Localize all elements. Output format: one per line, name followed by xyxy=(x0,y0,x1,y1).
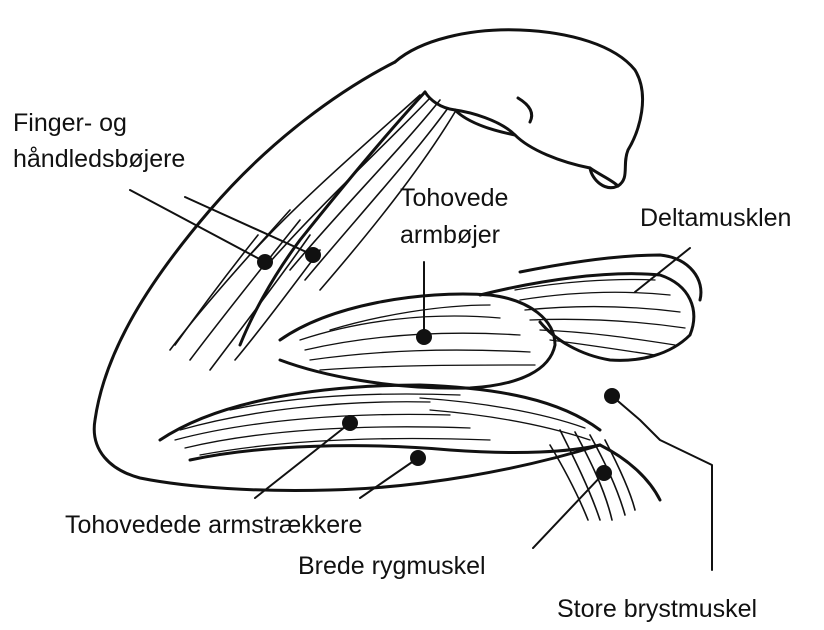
label-finger-flexors-line2: håndledsbøjere xyxy=(13,144,185,175)
triceps-muscle xyxy=(160,385,600,460)
latissimus-muscle xyxy=(550,430,635,520)
label-finger-flexors-line1: Finger- og xyxy=(13,108,127,139)
label-biceps-line2: armbøjer xyxy=(400,220,500,251)
label-deltoid: Deltamusklen xyxy=(640,203,791,234)
label-biceps-line1: Tohovede xyxy=(400,183,508,214)
label-latissimus: Brede rygmuskel xyxy=(298,551,486,582)
label-triceps: Tohovedede armstrækkere xyxy=(65,510,362,541)
arm-outline xyxy=(94,62,701,500)
label-pectoralis: Store brystmuskel xyxy=(557,594,757,625)
deltoid-muscle xyxy=(480,274,694,361)
